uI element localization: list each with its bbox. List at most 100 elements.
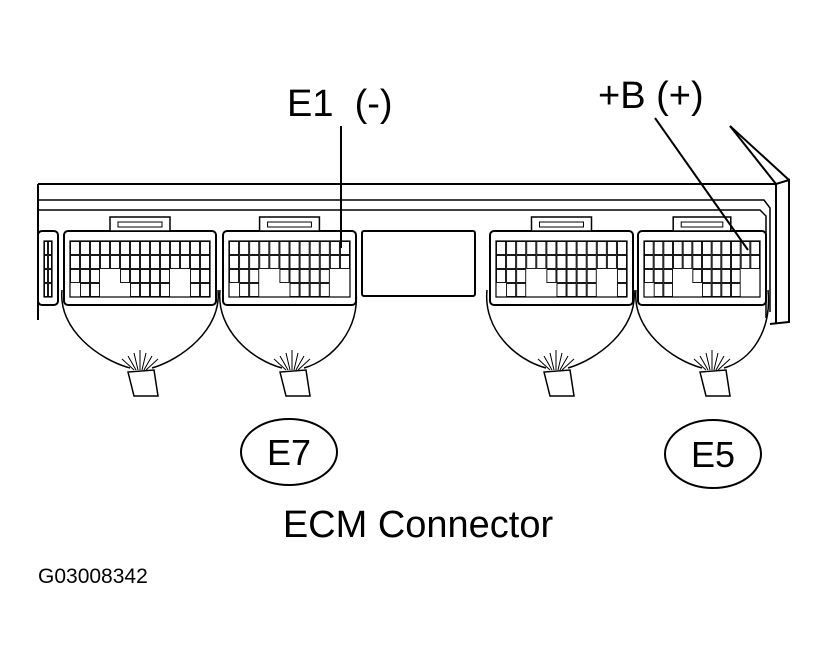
connector-left [63, 216, 217, 306]
connector-left-pin [70, 241, 80, 255]
connector-edge-left-pin-frame [43, 240, 53, 298]
connector-e7-pin [249, 269, 260, 283]
connector-middle-right-pin [576, 269, 587, 283]
connector-left-pin [190, 241, 200, 255]
e5-id-ellipse [664, 419, 762, 489]
wire-strand [293, 352, 299, 371]
connector-middle-right-pin [496, 269, 507, 283]
diagram-caption: ECM Connector [283, 504, 554, 546]
connector-e5-pin [702, 283, 712, 297]
connector-e5-pin [682, 255, 693, 269]
connector-e5-pin [663, 241, 673, 255]
connector-e5-pin [740, 255, 751, 269]
connector-edge-left-pin [44, 255, 48, 269]
connector-left-pin [140, 283, 150, 297]
connector-e5-pin [644, 269, 654, 283]
connector-middle-right-pin [506, 241, 517, 255]
connector-left-pin [90, 283, 100, 297]
connector-e5-latch [672, 216, 732, 232]
wire-strand [279, 355, 289, 371]
connector-middle-right-pin [596, 255, 607, 269]
connector-e5-pin [692, 241, 702, 255]
connector-e7-pin [319, 283, 330, 297]
connector-left-pin [150, 269, 160, 283]
connector-left-pin [170, 241, 180, 255]
connector-e5-pin [731, 241, 741, 255]
connector-left-shell [63, 230, 217, 306]
connector-e7-pin [269, 255, 280, 269]
connector-left-pin [120, 255, 130, 269]
wire-harness-group [61, 289, 770, 397]
connector-e7-pin [299, 269, 310, 283]
connector-left-pin [80, 241, 90, 255]
wire-strand [557, 352, 563, 371]
connector-e5-pin [711, 241, 722, 255]
wire-strand [295, 355, 305, 371]
connector-edge-left-pin [44, 283, 48, 297]
connector-e7-pin [319, 269, 330, 283]
connector-e7-pin [269, 241, 280, 255]
connector-e5-pin [721, 255, 731, 269]
connector-e7-pin [229, 241, 240, 255]
connector-e7-pin [309, 255, 320, 269]
connector-e5-shell [637, 230, 767, 306]
connector-middle-right-pin [526, 255, 537, 269]
wire-strand [121, 358, 135, 371]
wire-strand [713, 352, 719, 371]
connector-middle-right-pin [556, 255, 567, 269]
connector-e5-pin [702, 269, 712, 283]
connector-left-pin [70, 269, 80, 283]
connector-e7-pin-frame [228, 240, 351, 298]
connector-left-pin [100, 241, 110, 255]
connector-middle-right-pin [536, 255, 547, 269]
connector-e5-pin [731, 283, 741, 297]
connector-e7-pin [299, 241, 310, 255]
connector-middle-right-pin-frame [495, 240, 628, 298]
connector-e5 [637, 216, 767, 306]
connector-middle-right-pin [616, 283, 627, 297]
connector-e5-pin [644, 241, 654, 255]
connector-left-pin [190, 283, 200, 297]
connector-e5-pin [692, 269, 702, 283]
connector-e7-pin [229, 255, 240, 269]
wire-sleeve [127, 369, 159, 397]
connector-middle-right-pin [566, 269, 577, 283]
connector-e7-pin [249, 283, 260, 297]
connector-middle-right-pin [576, 241, 587, 255]
connector-e5-pin [702, 255, 712, 269]
connector-left-pin [140, 269, 150, 283]
connector-middle-right-pin [586, 241, 597, 255]
connector-middle-right-pin [606, 241, 617, 255]
connector-left-pin [120, 269, 130, 283]
wire-curve-left [486, 289, 547, 369]
connector-e5-pin [731, 255, 741, 269]
wire-strand [705, 352, 711, 371]
connector-e5-pin [721, 269, 731, 283]
e5-connector-id: E5 [691, 434, 735, 475]
wire-strand [273, 358, 287, 371]
connector-e7-pin [279, 241, 290, 255]
connector-left-pin [80, 283, 90, 297]
connector-left-pin [140, 255, 150, 269]
connector-e7-pin [259, 241, 270, 255]
connector-e7-pin [299, 255, 310, 269]
connector-e7-pin [339, 255, 350, 269]
connector-left-pin [190, 269, 200, 283]
connector-left-pin [130, 241, 140, 255]
connector-middle-right-pin [586, 269, 597, 283]
connector-e5-pin [663, 255, 673, 269]
connector-e5-pin [644, 255, 654, 269]
wire-bundle [61, 289, 219, 397]
connector-middle-right-pin [506, 283, 517, 297]
connector-middle-right-pin [516, 255, 527, 269]
connector-e5-latch-slot [680, 221, 724, 228]
connector-middle-right-pin [606, 255, 617, 269]
connector-left-pin [160, 255, 170, 269]
connector-left-pin [100, 255, 110, 269]
connector-left-latch [109, 216, 171, 232]
wire-strand [559, 355, 569, 371]
connector-edge-left [37, 230, 59, 306]
connector-middle-right-pin [526, 241, 537, 255]
connector-middle-right-pin [506, 255, 517, 269]
